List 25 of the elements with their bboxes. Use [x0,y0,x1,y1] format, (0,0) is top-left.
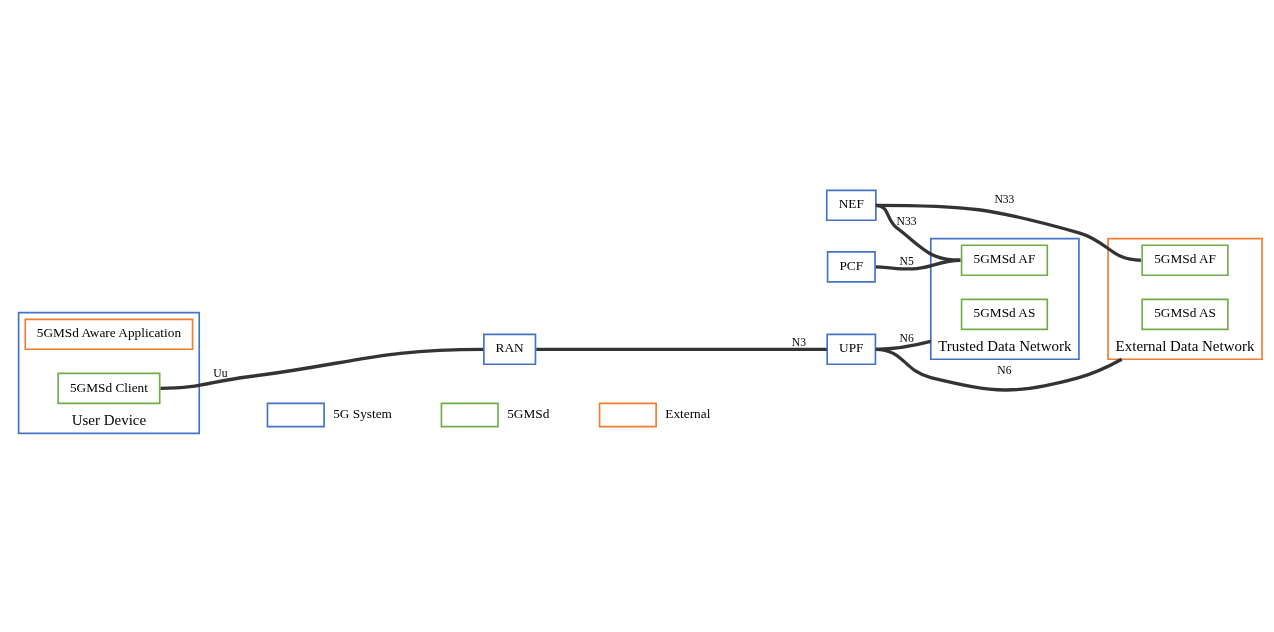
legend-label: 5GMSd [507,406,550,422]
legend-label: 5G System [333,406,392,422]
connector [875,347,1123,392]
node-box: 5GMSd AS [1141,298,1229,331]
connector [875,203,1141,262]
connector [160,347,484,391]
node-box: 5GMSd AF [1141,244,1229,277]
edge-label: N5 [899,255,914,269]
edge-label: N6 [899,331,914,345]
node-box: 5GMSd AS [960,298,1049,331]
connector [536,347,827,351]
edge-label: N6 [997,364,1012,378]
edge-label: Uu [213,366,228,380]
edge-label: N33 [896,214,917,228]
edge-label: N33 [994,192,1015,206]
node-box: UPF [826,333,877,366]
edge-label: N3 [791,336,806,350]
node-box: 5GMSd Aware Application [24,318,194,351]
node-box: RAN [483,333,537,366]
connector [875,258,961,271]
node-box: 5GMSd AF [960,244,1049,277]
node-box: NEF [825,189,877,222]
node-box: 5GMSd Client [57,372,161,405]
legend-label: External [665,406,711,422]
node-box: PCF [826,251,876,283]
